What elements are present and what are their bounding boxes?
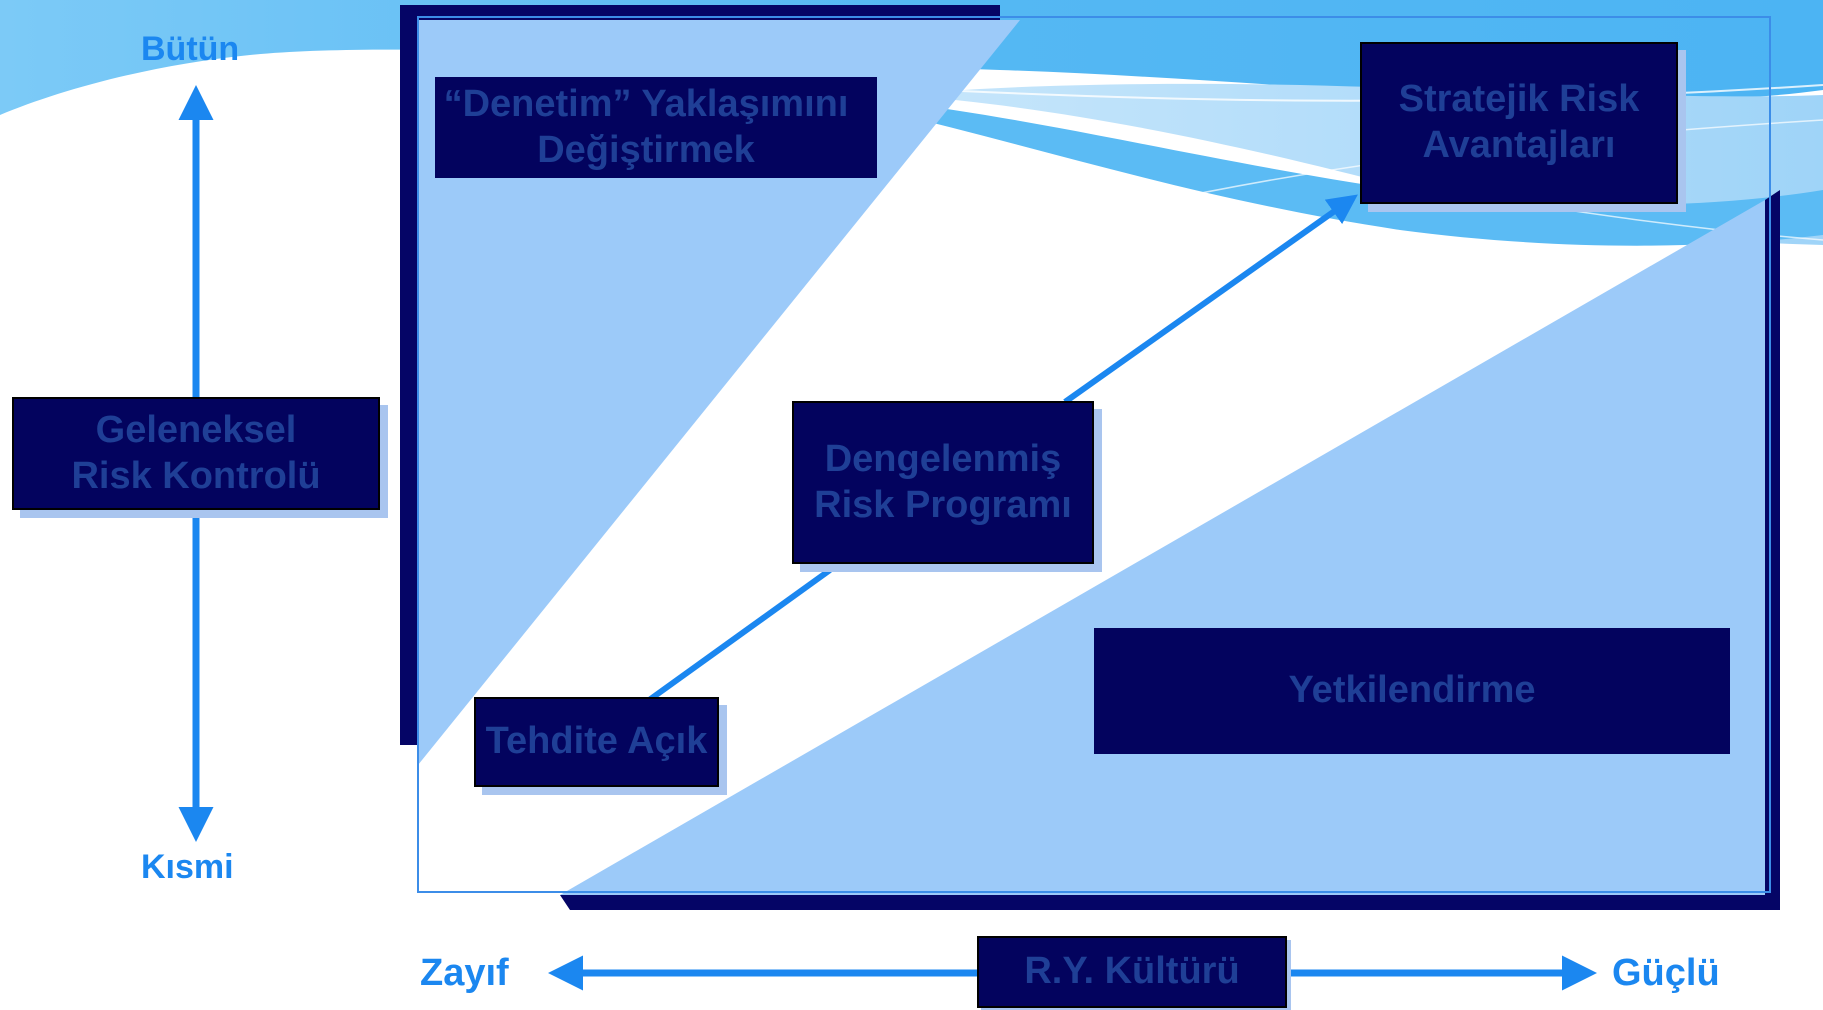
geleneksel-risk-kontrolu-label: Geleneksel Risk Kontrolü — [71, 408, 321, 497]
stratejik-risk-label: Stratejik Risk Avantajları — [1398, 78, 1640, 166]
tehdite-acik-box: Tehdite Açık — [474, 697, 719, 787]
diagonal-segment-lower — [643, 567, 832, 706]
dengelenmis-risk-label: Dengelenmiş Risk Programı — [814, 437, 1072, 526]
dengelenmis-risk-box: Dengelenmiş Risk Programı — [792, 401, 1094, 564]
axis-left-label: Zayıf — [420, 952, 509, 994]
yetkilendirme-label: Yetkilendirme — [1288, 669, 1536, 712]
geleneksel-risk-kontrolu-box: Geleneksel Risk Kontrolü — [12, 397, 380, 510]
diagonal-segment-upper — [1063, 194, 1358, 405]
axis-right-label: Güçlü — [1612, 952, 1720, 994]
tehdite-acik-label: Tehdite Açık — [485, 720, 708, 763]
ry-kulturu-box: R.Y. Kültürü — [977, 936, 1287, 1008]
denetim-yaklasimi-box: “Denetim” Yaklaşımını Değiştirmek — [435, 77, 877, 178]
stratejik-risk-box: Stratejik Risk Avantajları — [1360, 42, 1678, 204]
axis-bottom-label: Kısmi — [141, 848, 234, 886]
ry-kulturu-label: R.Y. Kültürü — [1024, 950, 1240, 993]
diagram-outline — [417, 16, 1771, 893]
axis-top-label: Bütün — [141, 30, 240, 68]
upper-left-region — [418, 20, 1020, 765]
denetim-yaklasimi-label: “Denetim” Yaklaşımını Değiştirmek — [443, 82, 849, 171]
yetkilendirme-box: Yetkilendirme — [1094, 628, 1730, 754]
